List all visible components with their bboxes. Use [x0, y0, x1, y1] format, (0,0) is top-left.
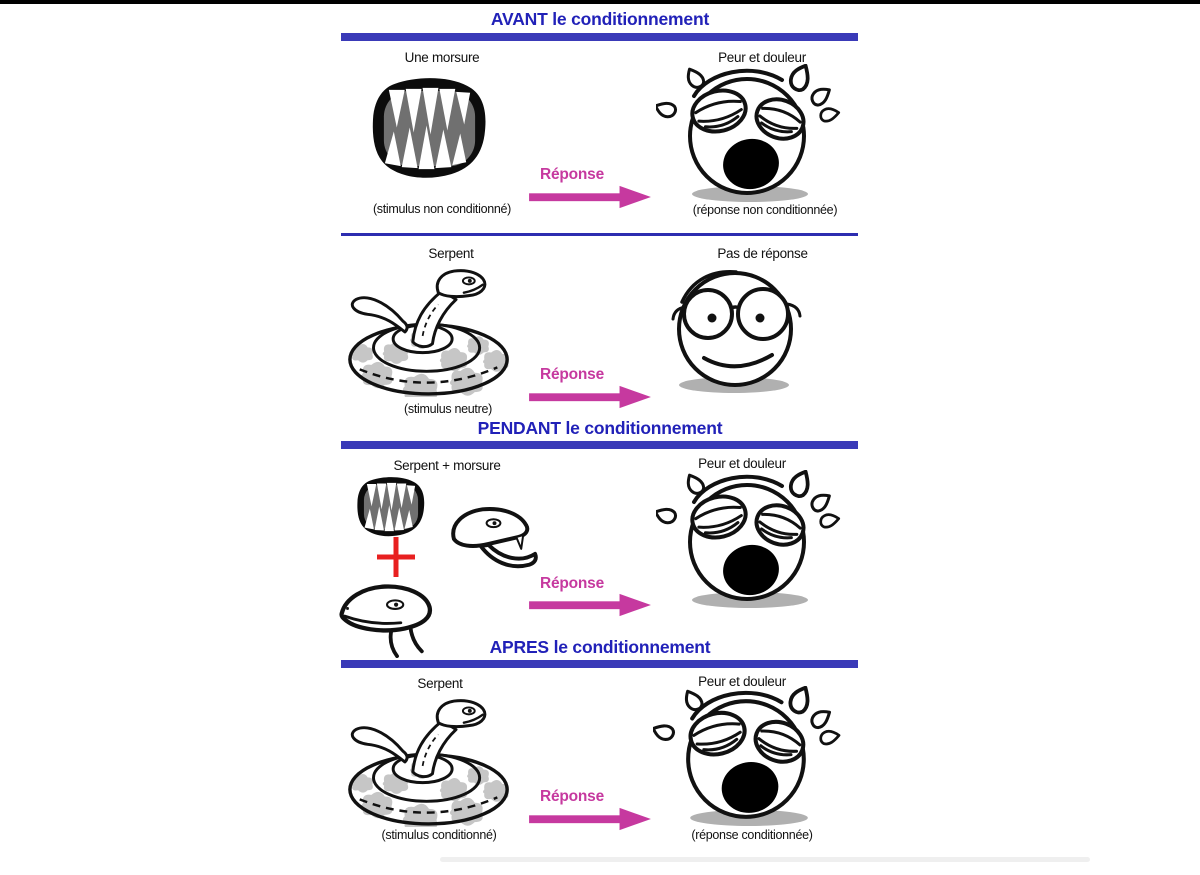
calm-face-glasses-icon	[660, 262, 810, 394]
section-title-pendant: PENDANT le conditionnement	[477, 418, 723, 438]
section-bar-avant	[341, 33, 858, 41]
coiled-snake-icon	[344, 697, 516, 827]
reponse-arrow-label: Réponse	[539, 166, 605, 183]
stimulus-caption: (stimulus neutre)	[404, 402, 492, 416]
stimulus-caption: (stimulus conditionné)	[381, 828, 497, 842]
response-arrow-icon	[524, 185, 656, 209]
striking-snake-head-icon	[447, 504, 541, 576]
plus-sign-icon	[374, 534, 418, 580]
bite-mouth-icon	[371, 77, 488, 180]
response-caption: (réponse non conditionnée)	[692, 203, 838, 217]
response-arrow-icon	[524, 385, 656, 409]
response-label: Peur et douleur	[698, 674, 786, 689]
response-caption: (réponse conditionnée)	[691, 828, 813, 842]
response-arrow-icon	[524, 593, 656, 617]
stimulus-label: Serpent + morsure	[393, 458, 501, 473]
section-title-avant: AVANT le conditionnement	[490, 9, 710, 29]
coiled-snake-icon	[344, 267, 516, 397]
section-bar-apres	[341, 660, 858, 668]
crying-face-icon	[653, 686, 843, 828]
section-bar-pendant	[341, 441, 858, 449]
reponse-arrow-label: Réponse	[539, 575, 605, 592]
response-label: Pas de réponse	[717, 246, 808, 261]
stimulus-caption: (stimulus non conditionné)	[372, 202, 512, 216]
response-arrow-icon	[524, 807, 656, 831]
stimulus-label: Serpent	[428, 246, 474, 261]
section-title-apres: APRES le conditionnement	[489, 637, 711, 657]
crying-face-icon	[656, 64, 842, 204]
bite-mouth-icon	[356, 477, 426, 537]
row-separator	[341, 233, 858, 236]
stimulus-label: Serpent	[417, 676, 463, 691]
top-border	[0, 0, 1200, 4]
crying-face-icon	[656, 470, 842, 610]
stimulus-label: Une morsure	[404, 50, 480, 65]
scan-artifact	[440, 857, 1090, 862]
reponse-arrow-label: Réponse	[539, 366, 605, 383]
reponse-arrow-label: Réponse	[539, 788, 605, 805]
response-label: Peur et douleur	[698, 456, 786, 471]
response-label: Peur et douleur	[718, 50, 806, 65]
